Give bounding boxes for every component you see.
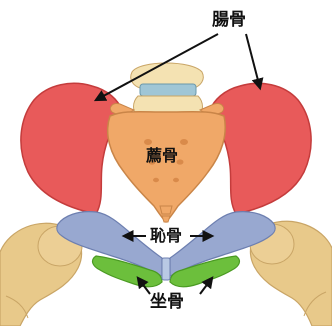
sacrum-label: 薦骨 — [146, 148, 178, 164]
ilium-label: 腸骨 — [212, 12, 246, 29]
right-ilium — [210, 83, 311, 214]
ilium-arrow-right — [246, 34, 260, 88]
left-ilium — [21, 83, 122, 214]
pubis-label: 恥骨 — [150, 228, 182, 244]
ischium-label: 坐骨 — [150, 294, 184, 311]
sacrum — [108, 112, 226, 222]
pubic-symphysis — [162, 258, 170, 280]
coccyx — [160, 206, 172, 222]
lumbar-vertebra — [110, 63, 223, 116]
